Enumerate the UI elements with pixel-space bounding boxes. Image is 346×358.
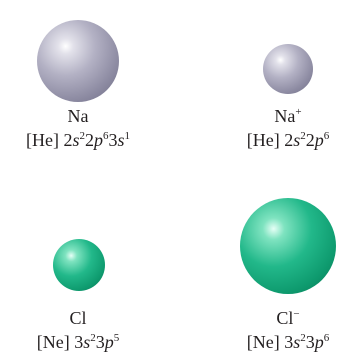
na-atom-sphere	[37, 20, 119, 102]
cl-ion-symbol: Cl−	[247, 306, 330, 330]
cl-ion-config: [Ne] 3s23p6	[247, 330, 330, 354]
cl-ion-sphere	[240, 198, 336, 294]
na-ion-label: Na+ [He] 2s22p6	[247, 104, 330, 152]
cl-atom-config: [Ne] 3s23p5	[37, 330, 120, 354]
na-ion-symbol: Na+	[247, 104, 330, 128]
cl-ion-label: Cl− [Ne] 3s23p6	[247, 306, 330, 354]
na-ion-config: [He] 2s22p6	[247, 128, 330, 152]
na-atom-label: Na [He] 2s22p63s1	[26, 104, 130, 152]
na-atom-config: [He] 2s22p63s1	[26, 128, 130, 152]
cl-atom-label: Cl [Ne] 3s23p5	[37, 306, 120, 354]
cl-atom-sphere	[53, 239, 105, 291]
na-ion-sphere	[263, 44, 313, 94]
na-atom-symbol: Na	[26, 104, 130, 128]
cl-atom-symbol: Cl	[37, 306, 120, 330]
